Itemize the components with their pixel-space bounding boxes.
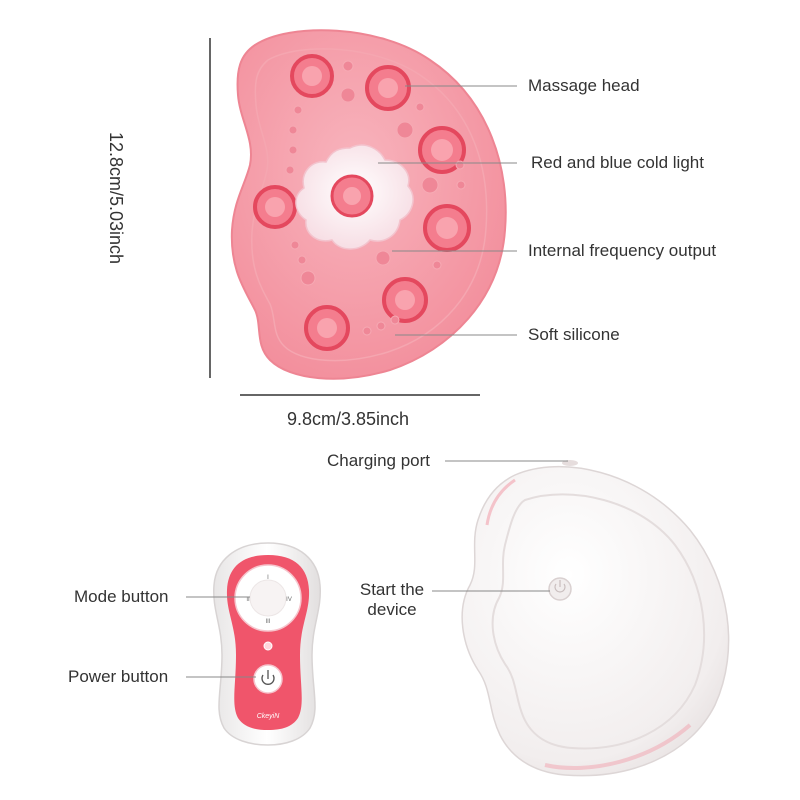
callout-mode-button: Mode button <box>74 587 169 606</box>
callout-soft-silicone: Soft silicone <box>528 325 620 344</box>
massage-rings <box>253 54 471 351</box>
silicone-dots <box>285 60 466 336</box>
callout-frequency-output: Internal frequency output <box>528 241 717 260</box>
remote-control <box>212 542 322 746</box>
mode-mark-2: II <box>246 597 250 603</box>
callout-start-device: Start the device <box>347 580 437 621</box>
mode-mark-3: III <box>265 619 270 625</box>
massage-pad <box>230 29 507 380</box>
callout-power-button: Power button <box>68 667 169 686</box>
callout-charging-port: Charging port <box>327 451 431 470</box>
callout-start-device-line1: Start the <box>359 580 425 599</box>
width-dimension-label: 9.8cm/3.85inch <box>287 409 410 429</box>
callout-start-device-line2: device <box>367 600 417 620</box>
mode-mark-4: IV <box>286 597 292 603</box>
remote-brand: CkeyiN <box>257 713 281 720</box>
callout-cold-light: Red and blue cold light <box>531 153 704 172</box>
white-device <box>461 460 730 777</box>
start-button <box>548 577 572 601</box>
height-dimension-label: 12.8cm/5.03inch <box>105 131 126 265</box>
mode-mark-1: I <box>267 575 269 581</box>
callout-massage-head: Massage head <box>528 76 640 95</box>
